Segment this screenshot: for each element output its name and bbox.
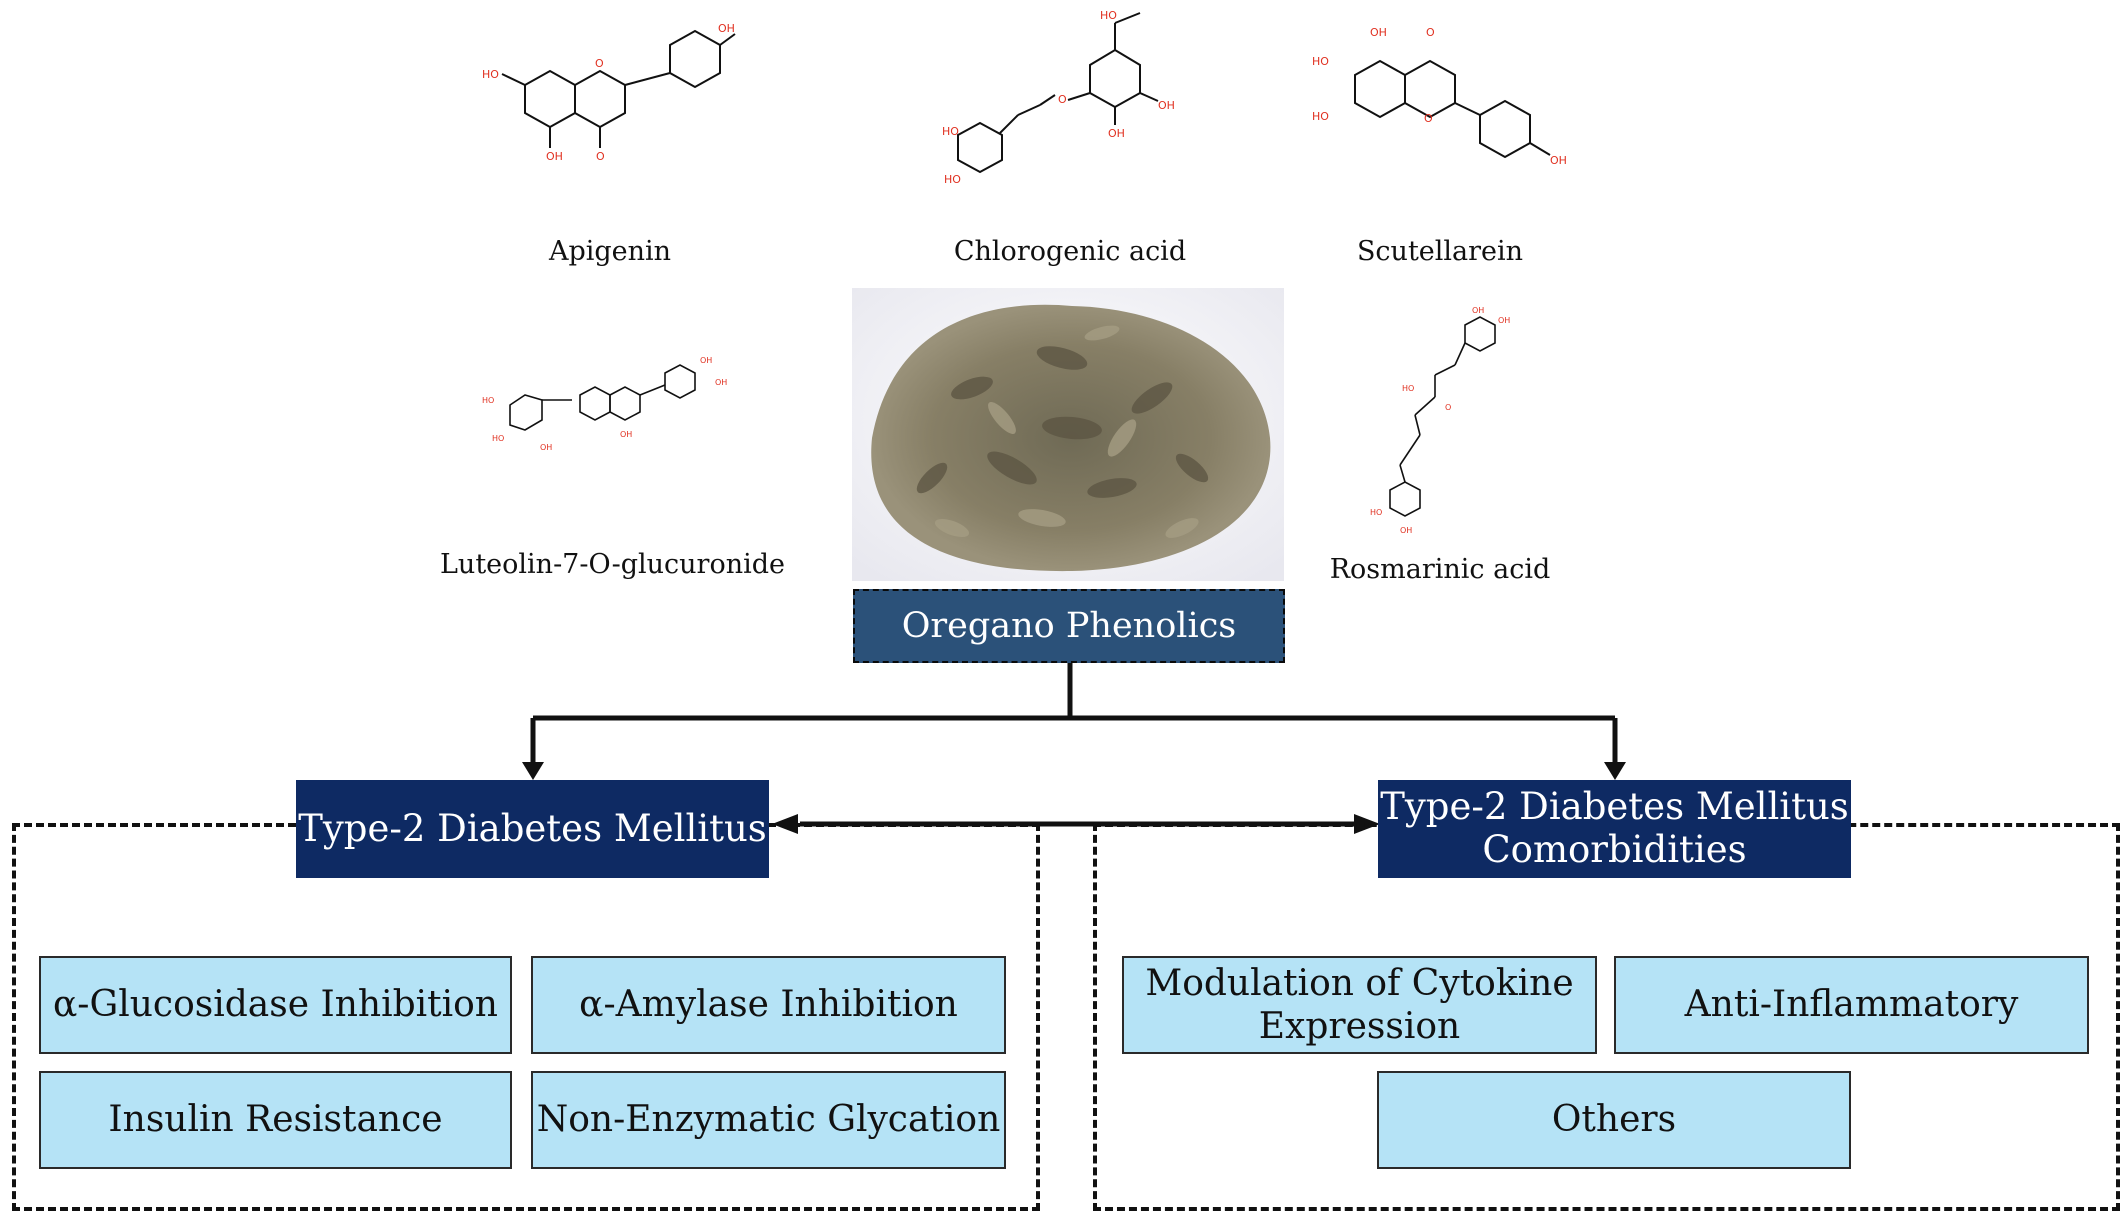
oh-label: OH	[1108, 127, 1125, 140]
rosmarinic-acid-structure: OH OH HO O HO OH	[1370, 306, 1510, 535]
oh-label: OH	[1158, 99, 1175, 112]
glycation-label: Non-Enzymatic Glycation	[536, 1099, 1001, 1141]
anti-inflammatory-box: Anti-Inflammatory	[1614, 956, 2089, 1054]
ho-label: HO	[1100, 9, 1117, 22]
comorbidities-header: Type-2 Diabetes Mellitus Comorbidities	[1378, 780, 1851, 878]
scutellarein-structure: HO OH HO O O OH	[1312, 26, 1567, 167]
insulin-resistance-label: Insulin Resistance	[108, 1099, 443, 1141]
chlorogenic-acid-label: Chlorogenic acid	[953, 236, 1187, 267]
ho-label: HO	[944, 173, 961, 186]
cytokine-label-line1: Modulation of Cytokine	[1145, 962, 1574, 1004]
ho-label: HO	[1402, 384, 1414, 393]
glycation-box: Non-Enzymatic Glycation	[531, 1071, 1006, 1169]
oxygen-label: O	[595, 57, 604, 70]
oh-label: OH	[1400, 526, 1412, 535]
oh-label: OH	[715, 378, 727, 387]
luteolin-structure: HO HO OH OH OH OH	[482, 356, 727, 452]
ho-label: HO	[482, 396, 494, 405]
comorbidities-title-line1: Type-2 Diabetes Mellitus	[1380, 785, 1849, 829]
alpha-glucosidase-label: α-Glucosidase Inhibition	[53, 984, 498, 1026]
oh-label: OH	[540, 443, 552, 452]
oh-label: OH	[718, 22, 735, 35]
oh-label: HO	[482, 68, 499, 81]
ho-label: HO	[942, 125, 959, 138]
oh-label: OH	[546, 150, 563, 163]
oxygen-label: O	[596, 150, 605, 163]
oregano-phenolics-box: Oregano Phenolics	[853, 589, 1285, 663]
apigenin-structure: HO OH O O OH	[482, 22, 736, 163]
oxygen-label: O	[1058, 93, 1067, 106]
t2dm-header: Type-2 Diabetes Mellitus	[296, 780, 769, 878]
chlorogenic-acid-structure: HO O OH OH HO HO	[942, 9, 1175, 186]
oh-label: OH	[1472, 306, 1484, 315]
cytokine-label-line2: Expression	[1258, 1006, 1461, 1047]
ho-label: HO	[1370, 508, 1382, 517]
oxygen-label: O	[1424, 112, 1433, 125]
oh-label: OH	[1550, 154, 1567, 167]
oh-label: OH	[620, 430, 632, 439]
oxygen-label: O	[1445, 403, 1451, 412]
alpha-amylase-label: α-Amylase Inhibition	[579, 984, 958, 1026]
ho-label: HO	[1312, 55, 1329, 68]
luteolin-label: Luteolin-7-O-glucuronide	[440, 549, 786, 580]
oxygen-label: O	[1426, 26, 1435, 39]
apigenin-label: Apigenin	[548, 236, 672, 267]
rosmarinic-acid-label: Rosmarinic acid	[1329, 554, 1551, 585]
oregano-phenolics-title: Oregano Phenolics	[901, 606, 1237, 646]
ho-label: HO	[1312, 110, 1329, 123]
oh-label: OH	[1370, 26, 1387, 39]
cytokine-modulation-box: Modulation of Cytokine Expression	[1122, 956, 1597, 1054]
t2dm-title: Type-2 Diabetes Mellitus	[298, 806, 767, 850]
ho-label: HO	[492, 434, 504, 443]
oh-label: OH	[1498, 316, 1510, 325]
anti-inflammatory-label: Anti-Inflammatory	[1684, 984, 2019, 1026]
insulin-resistance-box: Insulin Resistance	[39, 1071, 512, 1169]
comorbidities-title-line2: Comorbidities	[1482, 828, 1747, 871]
oregano-leaves-image	[852, 288, 1284, 581]
alpha-glucosidase-box: α-Glucosidase Inhibition	[39, 956, 512, 1054]
scutellarein-label: Scutellarein	[1356, 236, 1524, 267]
oh-label: OH	[700, 356, 712, 365]
alpha-amylase-box: α-Amylase Inhibition	[531, 956, 1006, 1054]
others-box: Others	[1377, 1071, 1851, 1169]
others-label: Others	[1551, 1099, 1677, 1141]
